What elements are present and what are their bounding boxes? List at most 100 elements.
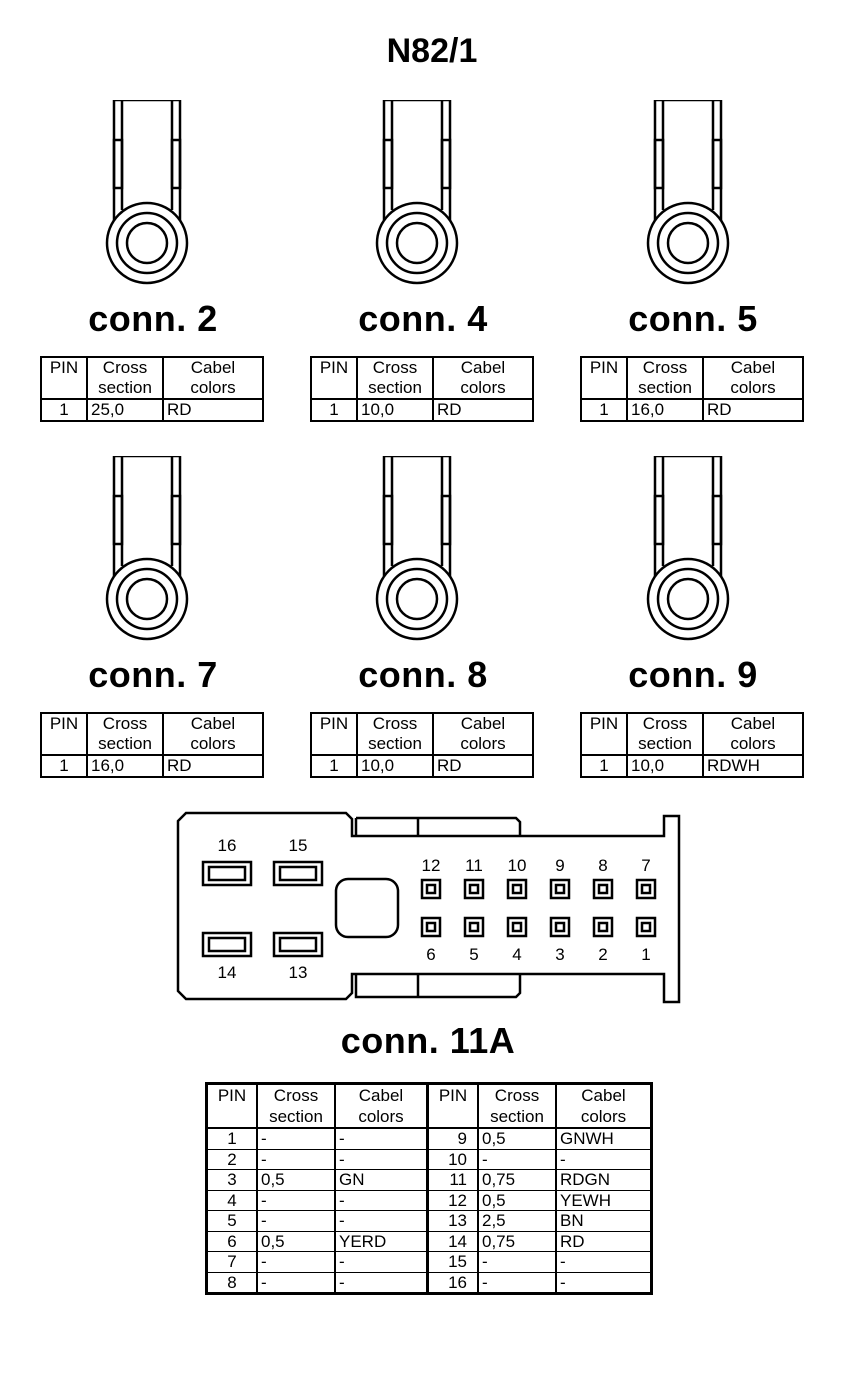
table-cell: 0,75 xyxy=(477,1169,557,1191)
connector-label: conn. 5 xyxy=(628,298,758,339)
table-cell: 7 xyxy=(205,1251,258,1273)
large-pin-icon xyxy=(201,860,253,887)
pin-number-label: 4 xyxy=(512,945,521,964)
large-pin-icon xyxy=(201,931,253,958)
table-cell: 5 xyxy=(205,1210,258,1232)
table-cell: 9 xyxy=(426,1128,479,1150)
table-cell: 1 xyxy=(205,1128,258,1150)
table-cell: 3 xyxy=(205,1169,258,1191)
small-pin-icon xyxy=(463,878,485,900)
pin-number-label: 3 xyxy=(555,945,564,964)
pin-number-label: 1 xyxy=(641,945,650,964)
small-pin-icon xyxy=(592,878,614,900)
table-cell: YEWH xyxy=(555,1190,653,1211)
table-cell: 10 xyxy=(426,1149,479,1170)
small-pin-icon xyxy=(463,916,485,938)
ring-terminal-icon xyxy=(646,456,730,641)
table-cell: - xyxy=(256,1149,336,1170)
small-pin-icon xyxy=(635,878,657,900)
table-cell: 0,5 xyxy=(256,1231,336,1252)
ring-terminal-icon xyxy=(105,100,189,285)
connector-label: conn. 2 xyxy=(88,298,218,339)
connector-label: conn. 9 xyxy=(628,654,758,695)
table-cell: 13 xyxy=(426,1210,479,1232)
table-cell: - xyxy=(477,1149,557,1170)
small-pin-icon xyxy=(506,916,528,938)
table-cell: 4 xyxy=(205,1190,258,1211)
table-cell: 0,75 xyxy=(477,1231,557,1252)
table-cell: 2,5 xyxy=(477,1210,557,1232)
table-cell: 0,5 xyxy=(256,1169,336,1191)
pin-number-label: 2 xyxy=(598,945,607,964)
table-cell: 12 xyxy=(426,1190,479,1211)
ring-terminal-icon xyxy=(646,100,730,285)
pin-number-label: 7 xyxy=(641,856,650,875)
table-cell: 11 xyxy=(426,1169,479,1191)
table-cell: - xyxy=(256,1128,336,1150)
pin-number-label: 6 xyxy=(426,945,435,964)
table-cell: - xyxy=(477,1272,557,1294)
table-cell: RDGN xyxy=(555,1169,653,1191)
table-cell: BN xyxy=(555,1210,653,1232)
table-cell: - xyxy=(256,1272,336,1294)
table-cell: YERD xyxy=(334,1231,429,1252)
connector-label: conn. 4 xyxy=(358,298,488,339)
pin-number-label: 10 xyxy=(508,856,527,875)
table-cell: - xyxy=(555,1251,653,1273)
table-row: 7--15-- xyxy=(205,1251,653,1273)
table-cell: 8 xyxy=(205,1272,258,1294)
table-cell: - xyxy=(334,1128,429,1150)
pin-number-label: 8 xyxy=(598,856,607,875)
small-pin-icon xyxy=(420,878,442,900)
pin-number-label: 13 xyxy=(289,963,308,982)
pin-number-label: 11 xyxy=(465,856,483,875)
table-cell: - xyxy=(555,1272,653,1294)
table-cell: - xyxy=(334,1251,429,1273)
small-pin-icon xyxy=(592,916,614,938)
connector-label: conn. 8 xyxy=(358,654,488,695)
pin-number-label: 9 xyxy=(555,856,564,875)
connector-label: conn. 7 xyxy=(88,654,218,695)
table-cell: 2 xyxy=(205,1149,258,1170)
table-cell: 14 xyxy=(426,1231,479,1252)
small-pin-icon xyxy=(549,878,571,900)
large-pin-icon xyxy=(272,860,324,887)
table-cell: - xyxy=(256,1190,336,1211)
table-cell: - xyxy=(555,1149,653,1170)
table-cell: - xyxy=(256,1251,336,1273)
large-pin-icon xyxy=(272,931,324,958)
connector-label: conn. 11A xyxy=(340,1020,516,1061)
table-cell: - xyxy=(334,1210,429,1232)
table-cell: - xyxy=(334,1149,429,1170)
ring-terminal-icon xyxy=(375,100,459,285)
table-cell: 16 xyxy=(426,1272,479,1294)
table-row: 2--10-- xyxy=(205,1149,653,1170)
pin-number-label: 15 xyxy=(289,836,308,855)
small-pin-icon xyxy=(635,916,657,938)
table-cell: - xyxy=(334,1190,429,1211)
table-cell: - xyxy=(334,1272,429,1294)
pin-number-label: 16 xyxy=(218,836,237,855)
table-cell: 15 xyxy=(426,1251,479,1273)
pin-number-label: 14 xyxy=(218,963,237,982)
page-title: N82/1 xyxy=(386,32,478,70)
table-cell: - xyxy=(256,1210,336,1232)
small-pin-icon xyxy=(549,916,571,938)
small-pin-icon xyxy=(420,916,442,938)
table-cell: 0,5 xyxy=(477,1190,557,1211)
table-cell: - xyxy=(477,1251,557,1273)
table-cell: 0,5 xyxy=(477,1128,557,1150)
